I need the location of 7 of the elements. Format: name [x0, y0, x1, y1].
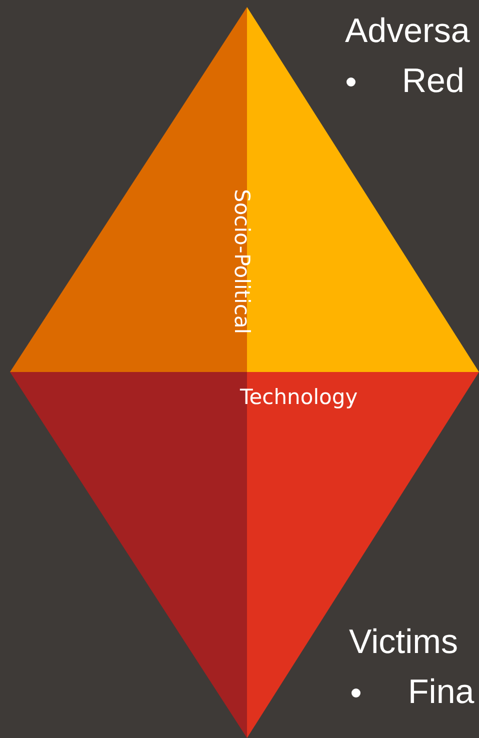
axis-label: Socio-Political — [230, 189, 252, 335]
list-item: Fina — [408, 675, 474, 709]
axis-label: Technology — [240, 387, 358, 408]
heading-text: Victims — [349, 625, 458, 659]
list-item: Red — [402, 64, 464, 98]
heading-text: Adversa — [345, 14, 470, 48]
diamond-shape — [10, 7, 479, 738]
